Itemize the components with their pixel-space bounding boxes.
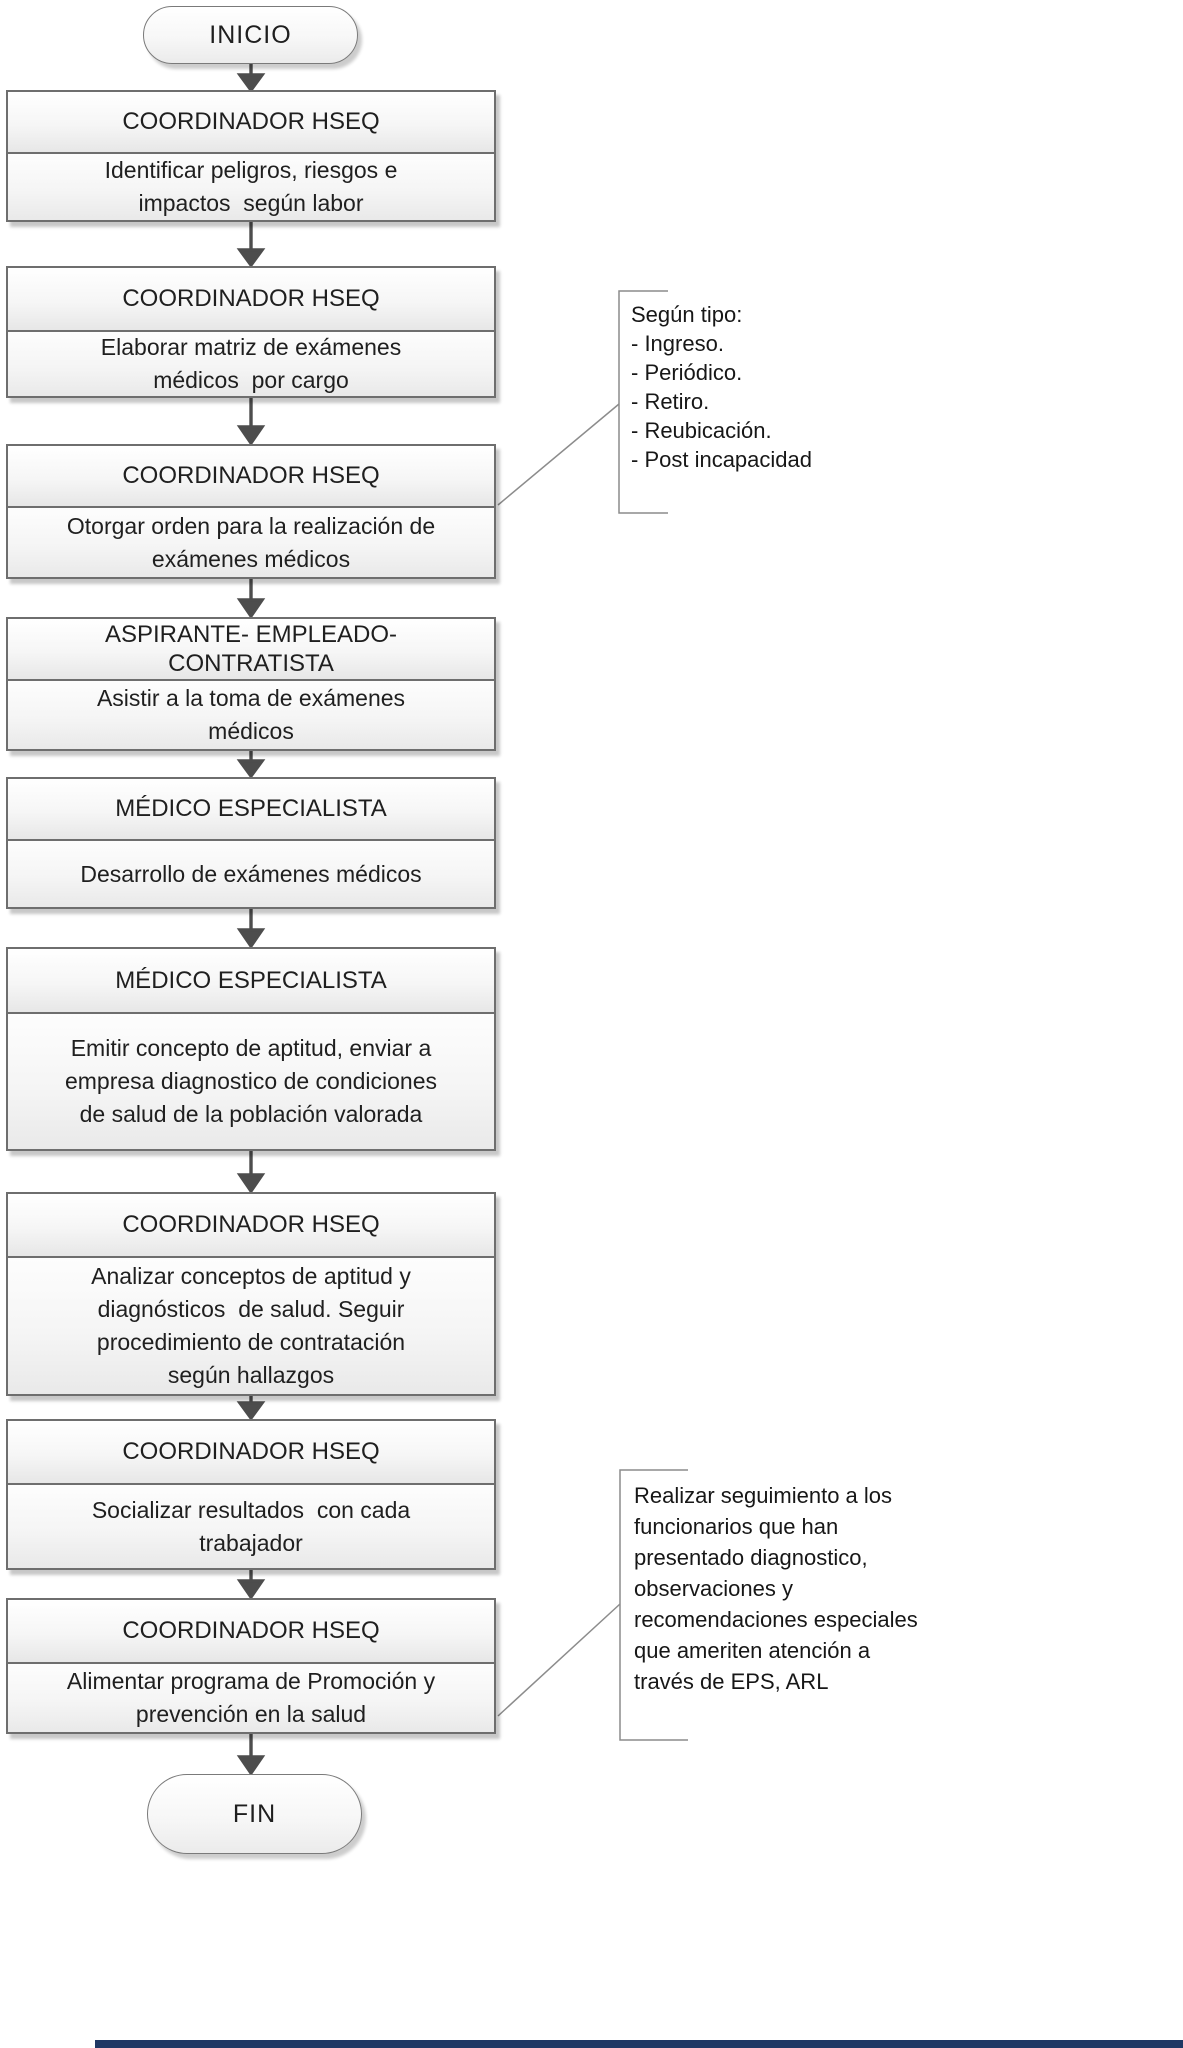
step-box-9: COORDINADOR HSEQ Alimentar programa de P… (6, 1598, 496, 1734)
step-9-action: Alimentar programa de Promoción y preven… (8, 1664, 494, 1732)
step-5-role: MÉDICO ESPECIALISTA (8, 779, 494, 841)
start-label: INICIO (209, 20, 292, 49)
step-1-role: COORDINADOR HSEQ (8, 92, 494, 154)
step-3-role: COORDINADOR HSEQ (8, 446, 494, 508)
step-4-action: Asistir a la toma de exámenes médicos (8, 681, 494, 749)
callout-text-followup: Realizar seguimiento a los funcionarios … (634, 1483, 918, 1694)
step-1-action: Identificar peligros, riesgos e impactos… (8, 154, 494, 220)
callout-text-exam-types: Según tipo: - Ingreso. - Periódico. - Re… (631, 302, 812, 472)
end-node: FIN (147, 1774, 362, 1854)
step-2-action: Elaborar matriz de exámenes médicos por … (8, 332, 494, 396)
footer-rule (95, 2040, 1183, 2048)
step-5-action: Desarrollo de exámenes médicos (8, 841, 494, 907)
step-6-role: MÉDICO ESPECIALISTA (8, 949, 494, 1014)
step-box-7: COORDINADOR HSEQ Analizar conceptos de a… (6, 1192, 496, 1396)
step-box-1: COORDINADOR HSEQ Identificar peligros, r… (6, 90, 496, 222)
step-6-action: Emitir concepto de aptitud, enviar a emp… (8, 1014, 494, 1149)
step-7-role: COORDINADOR HSEQ (8, 1194, 494, 1258)
step-7-action: Analizar conceptos de aptitud y diagnóst… (8, 1258, 494, 1394)
step-8-action: Socializar resultados con cada trabajado… (8, 1485, 494, 1568)
callout-leader-1 (497, 403, 620, 506)
end-label: FIN (232, 1799, 277, 1828)
step-8-role: COORDINADOR HSEQ (8, 1421, 494, 1485)
step-box-5: MÉDICO ESPECIALISTA Desarrollo de exámen… (6, 777, 496, 909)
step-3-action: Otorgar orden para la realización de exá… (8, 508, 494, 577)
step-box-4: ASPIRANTE- EMPLEADO- CONTRATISTA Asistir… (6, 617, 496, 751)
step-9-role: COORDINADOR HSEQ (8, 1600, 494, 1664)
step-2-role: COORDINADOR HSEQ (8, 268, 494, 332)
start-node: INICIO (143, 6, 358, 64)
step-box-3: COORDINADOR HSEQ Otorgar orden para la r… (6, 444, 496, 579)
step-box-2: COORDINADOR HSEQ Elaborar matriz de exám… (6, 266, 496, 398)
step-4-role: ASPIRANTE- EMPLEADO- CONTRATISTA (8, 619, 494, 681)
callout-leader-2 (497, 1603, 621, 1717)
step-box-8: COORDINADOR HSEQ Socializar resultados c… (6, 1419, 496, 1570)
step-box-6: MÉDICO ESPECIALISTA Emitir concepto de a… (6, 947, 496, 1151)
